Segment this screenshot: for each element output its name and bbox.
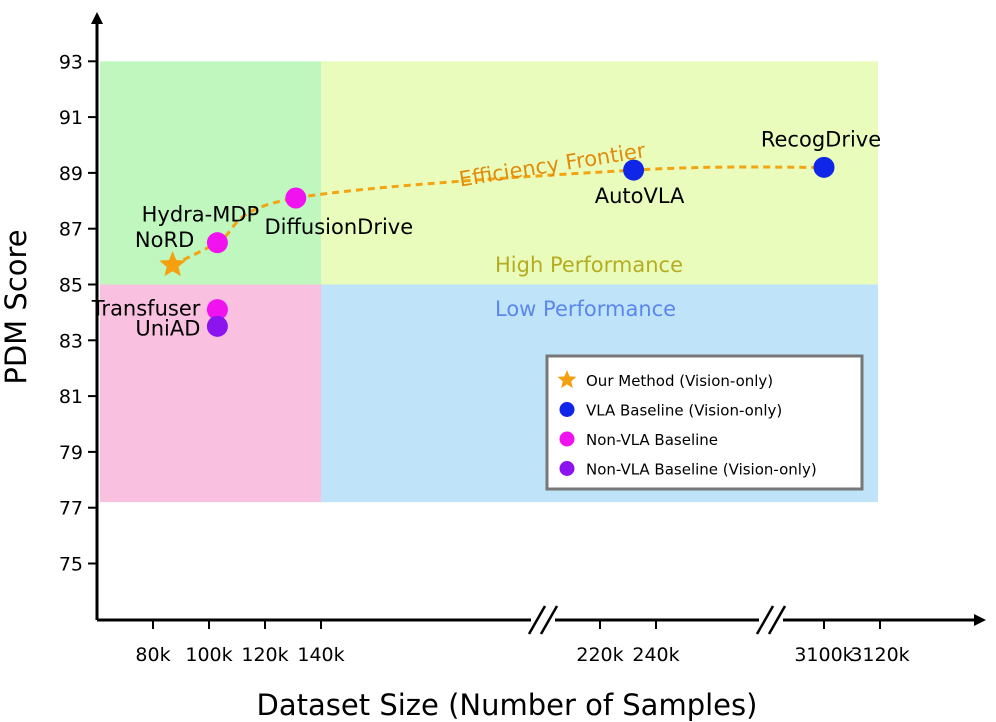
point-nord (159, 251, 186, 277)
legend-box (545, 354, 864, 491)
legend-marker-our-method-vision-only- (557, 370, 577, 389)
x-tick-label: 240k (632, 644, 679, 666)
region-label-low-performance: Low Performance (495, 297, 676, 321)
legend-marker-non-vla-baseline (559, 431, 575, 447)
point-label-autovla: AutoVLA (595, 184, 685, 208)
point-label-recogdrive: RecogDrive (761, 127, 881, 151)
point-uniad (206, 315, 228, 337)
axis-break-gap (759, 614, 783, 626)
y-tick-label: 89 (59, 163, 83, 185)
x-tick-label: 220k (576, 644, 623, 666)
y-tick-label: 79 (59, 442, 83, 464)
point-hydra-mdp (206, 232, 228, 254)
y-tick-label: 93 (59, 51, 83, 73)
y-tick-label: 75 (59, 554, 83, 576)
x-axis-title: Dataset Size (Number of Samples) (257, 688, 758, 722)
point-recogdrive (813, 156, 835, 178)
y-axis-title: PDM Score (0, 229, 33, 384)
x-tick-label: 3120k (850, 644, 909, 666)
y-tick-label: 87 (59, 219, 83, 241)
x-tick-label: 100k (185, 644, 232, 666)
axis-break-mark (539, 605, 559, 635)
region-high-efficiency (100, 61, 321, 285)
axis-break-mark (755, 605, 775, 635)
legend-marker-vla-baseline-vision-only- (559, 402, 575, 417)
x-tick-label: 80k (135, 644, 170, 666)
point-label-transfuser: Transfuser (91, 297, 201, 321)
point-label-uniad: UniAD (135, 316, 200, 340)
axes: 75 77 79 81 83 85 87 89 91 93 80k 100k 120k 140k 220k 2… (0, 12, 986, 722)
point-label-hydra-mdp: Hydra-MDP (142, 203, 260, 227)
legend-label-non-vla-baseline-vision-only-: Non-VLA Baseline (Vision-only) (586, 461, 817, 479)
point-diffusiondrive (285, 187, 307, 209)
x-tick-label: 140k (297, 644, 344, 666)
point-transfuser (206, 299, 228, 321)
x-tick-label: 120k (241, 644, 288, 666)
y-tick-label: 81 (59, 386, 83, 408)
y-tick-label: 85 (59, 275, 83, 297)
y-tick-label: 91 (59, 107, 83, 129)
x-tick-label: 3100k (794, 644, 853, 666)
axis-break-gap (531, 614, 555, 626)
point-autovla (623, 159, 645, 181)
region-label-high-performance: High Performance (495, 253, 683, 277)
legend-label-our-method-vision-only-: Our Method (Vision-only) (586, 372, 773, 390)
point-label-diffusiondrive: DiffusionDrive (264, 215, 413, 239)
legend: Our Method (Vision-only) VLA Baseline (Vi… (545, 354, 864, 491)
legend-label-vla-baseline-vision-only-: VLA Baseline (Vision-only) (586, 402, 782, 420)
y-tick-label: 77 (59, 498, 83, 520)
y-tick-label: 83 (59, 330, 83, 352)
axis-break-mark (767, 605, 787, 635)
legend-marker-non-vla-baseline-vision-only- (559, 461, 575, 476)
point-label-nord: NoRD (135, 228, 194, 252)
axis-break-mark (527, 605, 547, 635)
legend-label-non-vla-baseline: Non-VLA Baseline (586, 431, 718, 449)
